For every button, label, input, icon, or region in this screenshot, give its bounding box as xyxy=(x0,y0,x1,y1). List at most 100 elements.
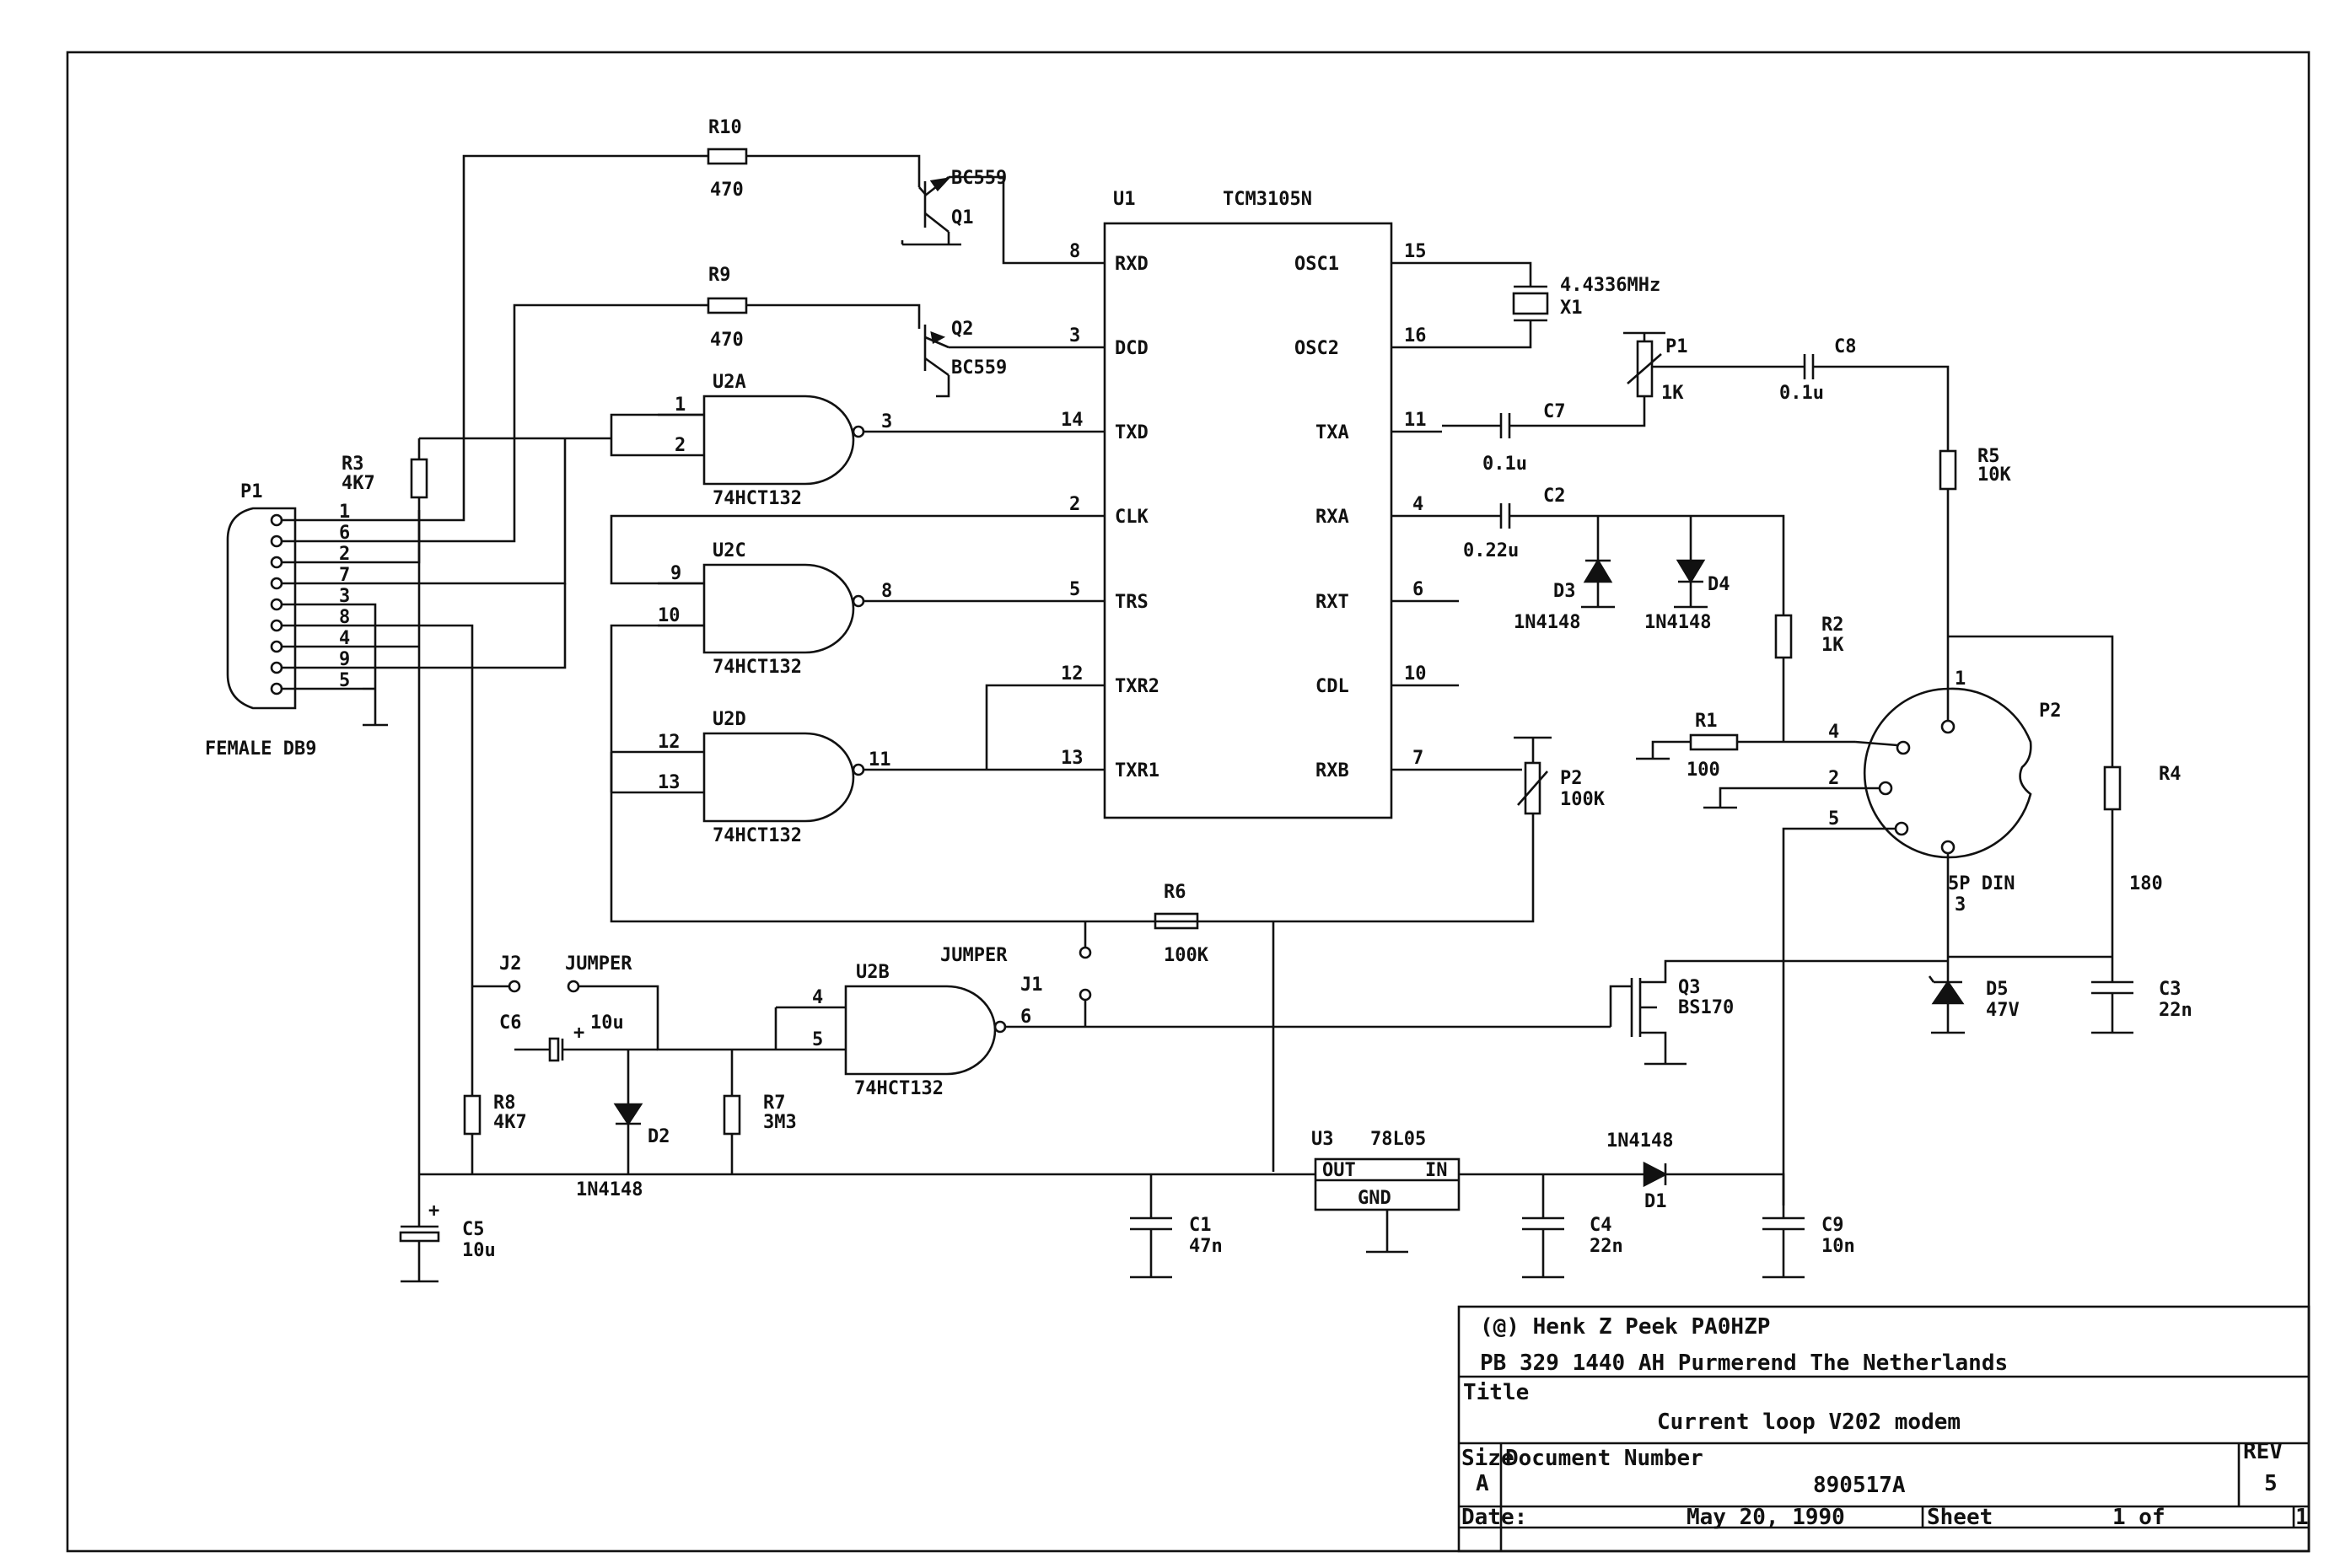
u2a-part: 74HCT132 xyxy=(713,488,802,509)
din-pin xyxy=(1896,740,1911,755)
c8-value: 0.1u xyxy=(1779,383,1824,404)
db9-connector: 1 6 2 7 3 8 4 9 5 P1 FEMALE DB9 xyxy=(205,481,363,760)
u1-pin-num: 12 xyxy=(1061,663,1084,685)
j1-ref: J1 xyxy=(1020,975,1043,996)
j2-jumper: J2 JUMPER xyxy=(472,953,776,1051)
r2-value: 1K xyxy=(1821,635,1844,656)
din-pin-label: 3 xyxy=(1955,894,1966,916)
r6-resistor: R6 100K xyxy=(1154,882,1209,966)
r10-resistor: R10 470 xyxy=(700,117,921,201)
u1-pin-name: TXR1 xyxy=(1115,760,1159,781)
db9-pin-num: 9 xyxy=(339,649,350,670)
u3-part: 78L05 xyxy=(1370,1129,1426,1150)
d5-diode: D5 47V xyxy=(1928,975,2020,1034)
j1-value: JUMPER xyxy=(940,945,1008,966)
u1-pin-num: 13 xyxy=(1061,748,1084,769)
u2c-pin: 9 xyxy=(670,563,681,584)
u2d-ref: U2D xyxy=(713,709,746,730)
db9-pin-num: 4 xyxy=(339,628,350,649)
rev-value: 5 xyxy=(2264,1471,2278,1496)
din-pin-label: 4 xyxy=(1828,722,1839,743)
c6-capacitor: + C6 10u xyxy=(499,1012,658,1062)
title-block: (@) Henk Z Peek PA0HZP PB 329 1440 AH Pu… xyxy=(1457,1305,2311,1553)
r4-ref: R4 xyxy=(2159,764,2182,785)
title-address: PB 329 1440 AH Purmerend The Netherlands xyxy=(1480,1351,2008,1376)
docnum-value: 890517A xyxy=(1813,1473,1906,1498)
d2-ref: D2 xyxy=(648,1126,670,1147)
c9-value: 10n xyxy=(1821,1236,1855,1257)
db9-pin xyxy=(270,619,283,632)
size-value: A xyxy=(1476,1471,1489,1496)
c3-ref: C3 xyxy=(2159,979,2182,1000)
c4-value: 22n xyxy=(1590,1236,1623,1257)
r6-ref: R6 xyxy=(1164,882,1186,903)
p1-potentiometer: P1 1K xyxy=(1623,331,1805,404)
din-desc: 5P DIN xyxy=(1948,873,2015,894)
u1-pin-name: TXR2 xyxy=(1115,676,1159,697)
din-connector: 1 4 2 5 3 P2 5P DIN xyxy=(1703,669,2062,1206)
db9-pin xyxy=(270,556,283,569)
d1-ref: D1 xyxy=(1644,1191,1667,1212)
din-pin-label: 2 xyxy=(1828,768,1839,789)
u1-part: TCM3105N xyxy=(1223,189,1312,210)
docnum-label: Document Number xyxy=(1505,1446,1703,1471)
din-shell xyxy=(1863,687,2032,859)
din-ref: P2 xyxy=(2039,701,2062,722)
c5-plus: + xyxy=(428,1200,439,1222)
size-label: Size xyxy=(1461,1446,1514,1471)
c7-value: 0.1u xyxy=(1482,454,1527,475)
c5-capacitor: + C5 10u xyxy=(399,1174,496,1283)
u2c-pin: 10 xyxy=(658,605,681,626)
u1-pin-num: 8 xyxy=(1069,241,1080,262)
u1-pin-num: 6 xyxy=(1412,579,1423,600)
sheet-value: 1 of xyxy=(2112,1505,2165,1530)
q1-part: BC559 xyxy=(951,168,1007,189)
u1-body xyxy=(1103,222,1393,819)
u2b-pin: 6 xyxy=(1020,1007,1031,1028)
u1-pin-name: CDL xyxy=(1315,676,1349,697)
c4-capacitor: C4 22n xyxy=(1522,1174,1623,1279)
u2a-gate: U2A 1 2 3 74HCT132 xyxy=(658,372,1054,509)
u1-pin-num: 5 xyxy=(1069,579,1080,600)
c5-value: 10u xyxy=(462,1240,496,1261)
db9-shell xyxy=(226,507,297,710)
u2c-part: 74HCT132 xyxy=(713,657,802,678)
c9-ref: C9 xyxy=(1821,1215,1844,1236)
c7-capacitor: C7 0.1u xyxy=(1442,396,1646,475)
j2-value: JUMPER xyxy=(565,953,632,975)
u2d-gate: U2D 12 13 11 74HCT132 xyxy=(611,709,1054,846)
u2b-gate: U2B 4 5 6 74HCT132 xyxy=(774,962,1611,1099)
r1-value: 100 xyxy=(1687,760,1720,781)
j2-ref: J2 xyxy=(499,953,522,975)
r3-ref: R3 xyxy=(342,454,364,475)
db9-pin-num: 8 xyxy=(339,607,350,628)
din-pin xyxy=(1894,821,1909,836)
r8-resistor: R8 4K7 xyxy=(463,969,527,1174)
u1-pin-name: DCD xyxy=(1115,338,1149,359)
c6-plus: + xyxy=(573,1023,584,1044)
r6-value: 100K xyxy=(1164,945,1209,966)
r10-ref: R10 xyxy=(708,117,742,138)
sheet-label: Sheet xyxy=(1927,1505,1993,1530)
u2a-pin: 2 xyxy=(675,435,686,456)
db9-pin xyxy=(270,513,283,527)
d4-value: 1N4148 xyxy=(1644,612,1711,633)
q2-transistor: Q2 BC559 xyxy=(923,319,1054,398)
u2a-pin: 3 xyxy=(881,411,892,432)
u2c-gate: U2C 9 10 8 74HCT132 xyxy=(658,540,1054,678)
r2-ref: R2 xyxy=(1821,615,1844,636)
db9-ref: P1 xyxy=(240,481,263,502)
q3-mosfet: Q3 BS170 xyxy=(1609,959,1948,1066)
r8-ref: R8 xyxy=(493,1093,516,1114)
j1-jumper: JUMPER J1 xyxy=(940,921,1092,1027)
q3-part: BS170 xyxy=(1678,997,1734,1018)
title-copyright: (@) Henk Z Peek PA0HZP xyxy=(1480,1314,1770,1340)
c1-value: 47n xyxy=(1189,1236,1223,1257)
u1-pin-name: TRS xyxy=(1115,592,1149,613)
r10-value: 470 xyxy=(710,180,744,201)
r5-value: 10K xyxy=(1977,464,2011,486)
u2b-ref: U2B xyxy=(856,962,890,983)
u3-out: OUT xyxy=(1322,1160,1356,1181)
u1-pin-num: 2 xyxy=(1069,494,1080,515)
